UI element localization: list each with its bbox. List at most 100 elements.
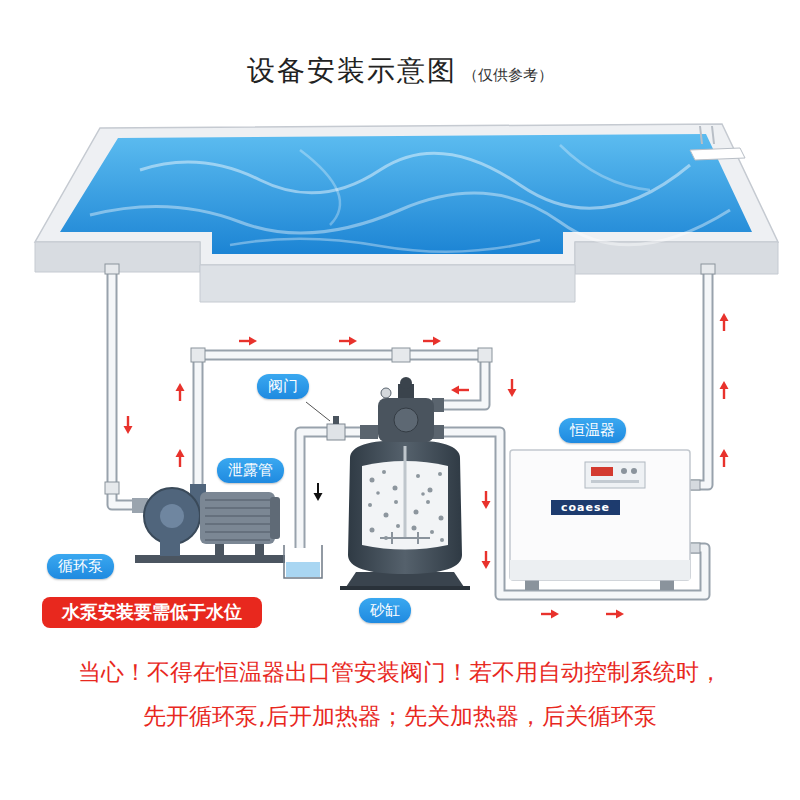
illustration-part: [510, 450, 690, 580]
illustration-part: [701, 264, 715, 274]
illustration-part: [160, 540, 180, 556]
pool: [35, 124, 778, 302]
illustration-part: [112, 272, 140, 505]
illustration-part: [541, 610, 559, 619]
illustration-part: [585, 462, 645, 488]
illustration-part: [690, 480, 700, 490]
illustration-part: [404, 446, 407, 538]
illustration-part: [392, 348, 410, 362]
callout-label: 循环泵: [47, 554, 114, 579]
illustration-part: [105, 482, 119, 494]
illustration-part: [176, 449, 185, 467]
node-text: 循环泵: [58, 557, 103, 576]
illustration-part: [690, 272, 708, 485]
illustration-part: [205, 500, 270, 540]
illustration-part: [478, 348, 492, 362]
illustration-part: [370, 528, 375, 533]
illustration-part: [440, 538, 444, 542]
illustration-part: [191, 348, 205, 362]
illustration-part: [60, 134, 752, 254]
illustration-part: [700, 126, 714, 144]
warning-box: 水泵安装要需低于水位: [42, 597, 262, 628]
illustration-part: [393, 486, 398, 491]
illustration-part: [720, 381, 729, 399]
illustration-part: [160, 504, 184, 528]
illustration-part: [368, 470, 444, 542]
illustration-part: [112, 272, 708, 595]
warning-caption: 当心！不得在恒温器出口管安装阀门！若不用自动控制系统时， 先开循环泵,后开加热器…: [60, 650, 740, 738]
node-text: 阀门: [268, 377, 298, 396]
illustration-part: [144, 488, 200, 544]
illustration-part: [370, 478, 375, 483]
node-text: 泄露管: [228, 461, 273, 480]
illustration-part: [140, 153, 690, 208]
illustration-part: [112, 272, 708, 595]
diagram-title: 设备安装示意图: [247, 54, 457, 87]
illustration-part: [368, 503, 372, 507]
illustration-part: [430, 530, 434, 534]
illustration-part: [384, 513, 389, 518]
callout-label: 阀门: [257, 374, 309, 399]
illustration-part: [215, 544, 224, 556]
illustration-part: [394, 408, 418, 432]
illustration-part: [720, 313, 729, 331]
caption-text: 当心！不得在恒温器出口管安装阀门！若不用自动控制系统时， 先开循环泵,后开加热器…: [78, 659, 722, 729]
illustration-part: [333, 416, 339, 424]
illustration-part: [112, 272, 140, 505]
illustration-part: [176, 383, 185, 401]
illustration-part: [384, 536, 388, 540]
illustration-part: [200, 265, 575, 302]
illustration-part: [400, 377, 412, 389]
illustration-part: [414, 510, 419, 515]
title-row: 设备安装示意图 （仅供参考）: [0, 52, 800, 90]
node-text: 砂缸: [370, 601, 400, 620]
leader-line: [306, 402, 330, 421]
illustration-part: [575, 242, 778, 274]
heater: [510, 450, 700, 590]
illustration-part: [621, 468, 627, 474]
sand-tank: [340, 377, 470, 590]
illustration-part: [105, 264, 119, 274]
illustration-part: [423, 337, 441, 346]
illustration-part: [135, 555, 285, 563]
note-text: （仅供参考）: [463, 66, 553, 84]
illustration-part: [340, 586, 470, 590]
illustration-part: [440, 432, 705, 595]
illustration-part: [348, 440, 462, 574]
illustration-part: [508, 379, 517, 397]
illustration-part: [440, 432, 705, 595]
flow-arrows: [124, 313, 729, 619]
illustration-part: [421, 492, 425, 496]
valve-symbol: [327, 416, 345, 440]
illustration-part: [376, 491, 380, 495]
illustration-part: [438, 472, 442, 476]
illustration-part: [284, 545, 322, 578]
illustration-part: [482, 491, 491, 509]
illustration-part: [591, 467, 613, 476]
leak-beaker: [284, 545, 322, 578]
node-text: 水泵安装要需低于水位: [62, 601, 242, 624]
illustration-part: [510, 560, 690, 580]
illustration-part: [606, 610, 624, 619]
illustration-part: [631, 468, 637, 474]
pipes: [112, 272, 708, 595]
illustration-part: [690, 272, 708, 485]
brand-label: coaese: [551, 500, 620, 515]
illustration-part: [230, 239, 540, 252]
illustration-part: [200, 492, 275, 544]
illustration-part: [416, 474, 420, 478]
illustration-part: [451, 386, 469, 395]
callout-label: 砂缸: [359, 598, 411, 623]
illustration-part: [381, 388, 391, 398]
illustration-part: [314, 483, 323, 501]
illustration-part: [428, 488, 433, 493]
illustration-part: [396, 524, 400, 528]
illustration-part: [439, 516, 444, 521]
callout-label: 泄露管: [217, 458, 284, 483]
illustration-part: [378, 398, 434, 442]
illustration-part: [124, 416, 133, 434]
pump: [132, 484, 285, 563]
illustration-part: [300, 150, 340, 225]
illustration-part: [239, 337, 257, 346]
